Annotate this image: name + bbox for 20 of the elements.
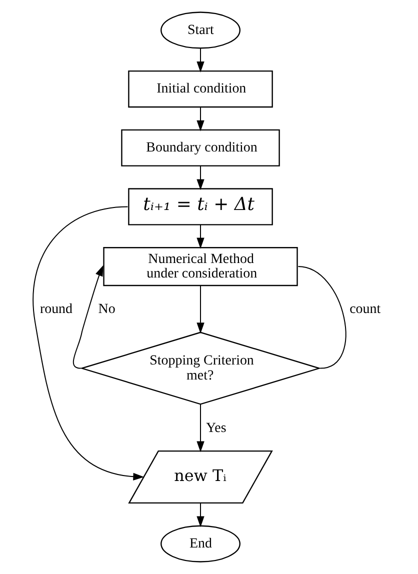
- node-box: Initial condition: [128, 70, 273, 108]
- arrow: [196, 165, 204, 190]
- node-ellipse: End: [160, 525, 240, 562]
- edge-label: No: [98, 302, 116, 318]
- arrow: [32, 206, 144, 480]
- arrow: [196, 224, 204, 249]
- arrow: [196, 502, 204, 528]
- node-box: Numerical Method under consideration: [103, 247, 298, 286]
- connector: [298, 266, 346, 369]
- node-box: tᵢ₊₁ = tᵢ + Δt: [128, 188, 273, 226]
- edge-label: count: [350, 302, 381, 318]
- edge-label: Yes: [206, 420, 226, 436]
- node-box: Boundary condition: [121, 129, 280, 166]
- arrow: [196, 48, 204, 72]
- arrow: [196, 404, 204, 452]
- edge-label: round: [40, 302, 73, 318]
- arrow: [196, 106, 204, 132]
- node-ellipse: Start: [160, 12, 240, 49]
- arrow: [196, 285, 204, 334]
- node-diamond: Stopping Criterion met?: [80, 332, 322, 405]
